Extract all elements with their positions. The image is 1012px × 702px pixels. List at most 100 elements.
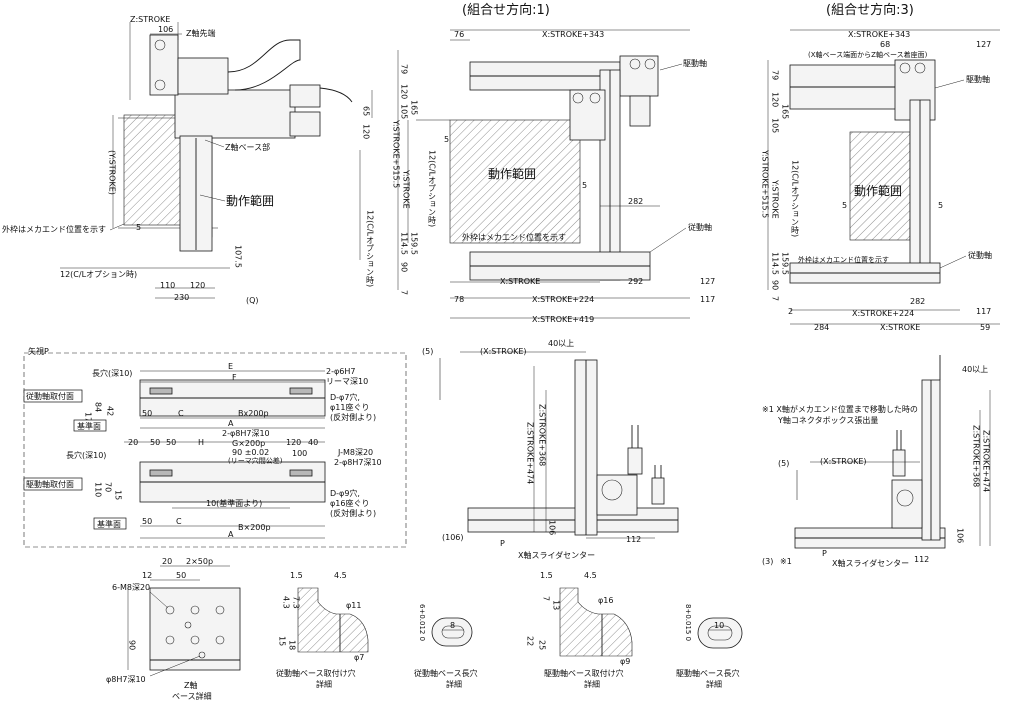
- sv1-x-stroke: (X:STROKE): [480, 347, 527, 356]
- ds-dim-10: 10: [714, 621, 724, 630]
- v3-dim-165: 165: [781, 104, 790, 119]
- v3-dim-105: 105: [771, 118, 780, 133]
- sv1-slider-center: X軸スライダセンター: [518, 550, 595, 560]
- range-label-left: 動作範囲: [226, 193, 274, 208]
- v3-dim-90: 90: [771, 280, 780, 290]
- sv3-dim-106: 106: [956, 528, 965, 543]
- sv3-note2: Y軸コネクタボックス張出量: [777, 415, 878, 425]
- p-dim-a: A: [228, 419, 234, 428]
- p-counterbore2b: φ16座ぐり: [330, 498, 369, 508]
- sv1-dim-106-paren: (106): [442, 533, 464, 542]
- v3-dim-159-5: 159.5: [781, 252, 790, 275]
- p-bx200: Bx200p: [238, 409, 269, 418]
- sv3-mark1: ※1: [780, 557, 792, 566]
- sv3-over-40: 40以上: [962, 365, 988, 374]
- drive-slot-detail: 10 8+0.015 0 駆動軸ベース長穴 詳細: [676, 604, 743, 689]
- sv1-dim-5: (5): [422, 347, 433, 356]
- v1-y-stroke: Y:STROKE: [402, 169, 411, 209]
- v1-dim-78: 78: [454, 295, 464, 304]
- z-dim-20: 20: [162, 557, 172, 566]
- p-dim-e: E: [228, 362, 233, 371]
- v1-follow-shaft: 従動軸: [688, 222, 712, 232]
- p-drive-mount: 駆動軸取付面: [26, 479, 74, 489]
- v1-dim-165: 165: [410, 100, 419, 115]
- fs-tol: 6+0.012 0: [418, 604, 426, 641]
- cl-option-horizontal: 12(C/Lオプション時): [60, 270, 137, 279]
- z-dim-50: 50: [176, 571, 186, 580]
- v3-dim-117: 117: [976, 307, 991, 316]
- v1-dim-76: 76: [454, 30, 464, 39]
- orientation-1-view: X:STROKE+343 76 駆動軸 Y:STROKE+515.5 Y:STR…: [392, 29, 715, 324]
- v1-dim-159-5: 159.5: [410, 232, 419, 255]
- side-view-1: (5) (X:STROKE) 40以上 Z:STROKE+474 Z:STROK…: [422, 339, 679, 560]
- v1-dim-127: 127: [700, 277, 715, 286]
- dm-dim-13: 13: [552, 600, 561, 610]
- p-dim-f: F: [232, 373, 237, 382]
- fs-caption-1: 従動軸ベース長穴: [414, 668, 478, 678]
- p-pin-hole: 2-φ6H7: [326, 367, 355, 376]
- v3-x-stroke-224: X:STROKE+224: [852, 309, 914, 318]
- dm-dim-4-5: 4.5: [584, 571, 597, 580]
- sv1-z-368: Z:STROKE+368: [538, 404, 547, 466]
- heading-orientation-3: (組合せ方向:3): [826, 2, 914, 18]
- p-dim-50c: 50: [166, 438, 176, 447]
- sv3-z-474: Z:STROKE+474: [982, 430, 991, 492]
- v1-dim-5-b: 5: [582, 181, 587, 190]
- follow-slot-detail: 8 6+0.012 0 従動軸ベース長穴 詳細: [414, 604, 478, 689]
- p-counterbore1c: (反対側より): [330, 412, 376, 422]
- v3-dim-282: 282: [910, 297, 925, 306]
- p-dim-c: C: [178, 409, 184, 418]
- p-slot-label: 長穴(深10): [92, 368, 132, 378]
- v3-cl-option: 12(C/Lオプション時): [791, 160, 800, 237]
- fm-dim-15: 15: [278, 636, 287, 646]
- p-pin-2: 2-φ8H7深10: [334, 458, 382, 467]
- p-counterbore2c: (反対側より): [330, 508, 376, 518]
- v1-dim-79: 79: [400, 64, 409, 74]
- dim-5-left: 5: [136, 223, 141, 232]
- dim-110: 110: [160, 281, 175, 290]
- p-dim-50b: 50: [150, 438, 160, 447]
- p-j-tap: J-M8深20: [337, 448, 373, 457]
- v3-dim-2: 2: [788, 307, 793, 316]
- p-dim-50: 50: [142, 409, 152, 418]
- p-dim-a-bottom: A: [228, 530, 234, 539]
- y-stroke-paren: (Y:STROKE): [108, 150, 117, 195]
- p-tol-note: (リーマ穴間公差): [228, 456, 283, 465]
- p-dim-100: 100: [292, 449, 307, 458]
- v1-dim-117: 117: [700, 295, 715, 304]
- v3-dim-7: 7: [771, 296, 780, 301]
- sv3-p-arrow: P: [822, 549, 827, 558]
- p-dim-120: 120: [286, 438, 301, 447]
- v3-x-stroke: X:STROKE: [880, 323, 920, 332]
- sv1-dim-106: 106: [548, 520, 557, 535]
- dim-120-v: 120: [362, 124, 371, 139]
- sv1-p-arrow: P: [500, 539, 505, 548]
- follow-mount-detail: 1.5 4.5 4.3 7.3 φ11 15 18 φ7 従動軸ベース取付け穴 …: [276, 571, 369, 689]
- p-dim-17: 17: [84, 412, 93, 422]
- view-p: 矢視P 長穴(深10) E F 2-φ6H7 リーマ深10 従動軸取付面 84 …: [23, 346, 407, 548]
- p-dim-84: 84: [94, 402, 103, 412]
- p-dim-40: 40: [308, 438, 318, 447]
- p-pin-hole-drive: 2-φ8H7深10: [222, 429, 270, 438]
- sv1-dim-112: 112: [626, 535, 641, 544]
- sv3-dim-3: (3): [762, 557, 773, 566]
- fm-dim-18: 18: [288, 640, 297, 650]
- dm-phi16: φ16: [598, 596, 613, 605]
- q-label: (Q): [246, 296, 259, 305]
- p-g-pitch: G×200p: [232, 439, 265, 448]
- v3-range: 動作範囲: [854, 183, 902, 198]
- sv3-note1: ※1 X軸がメカエンド位置まで移動した時の: [762, 404, 918, 414]
- fm-dim-1-5: 1.5: [290, 571, 303, 580]
- side-view-3: ※1 X軸がメカエンド位置まで移動した時の Y軸コネクタボックス張出量 (5) …: [762, 355, 991, 568]
- p-counterbore1: D-φ7穴,: [330, 392, 360, 402]
- v1-x-stroke: X:STROKE: [500, 277, 540, 286]
- v3-dim-114-5: 114.5: [771, 252, 780, 275]
- v3-dim-127: 127: [976, 40, 991, 49]
- p-dim-42: 42: [106, 406, 115, 416]
- sv1-z-474: Z:STROKE+474: [526, 422, 535, 484]
- sv3-slider-center: X軸スライダセンター: [832, 558, 909, 568]
- ds-caption-1: 駆動軸ベース長穴: [676, 668, 740, 678]
- drive-mount-detail: 1.5 4.5 7 13 φ16 22 25 φ9 駆動軸ベース取付け穴 詳細: [526, 571, 633, 689]
- p-slot-label2: 長穴(深10): [66, 450, 106, 460]
- p-datum-face: 基準面: [77, 421, 101, 431]
